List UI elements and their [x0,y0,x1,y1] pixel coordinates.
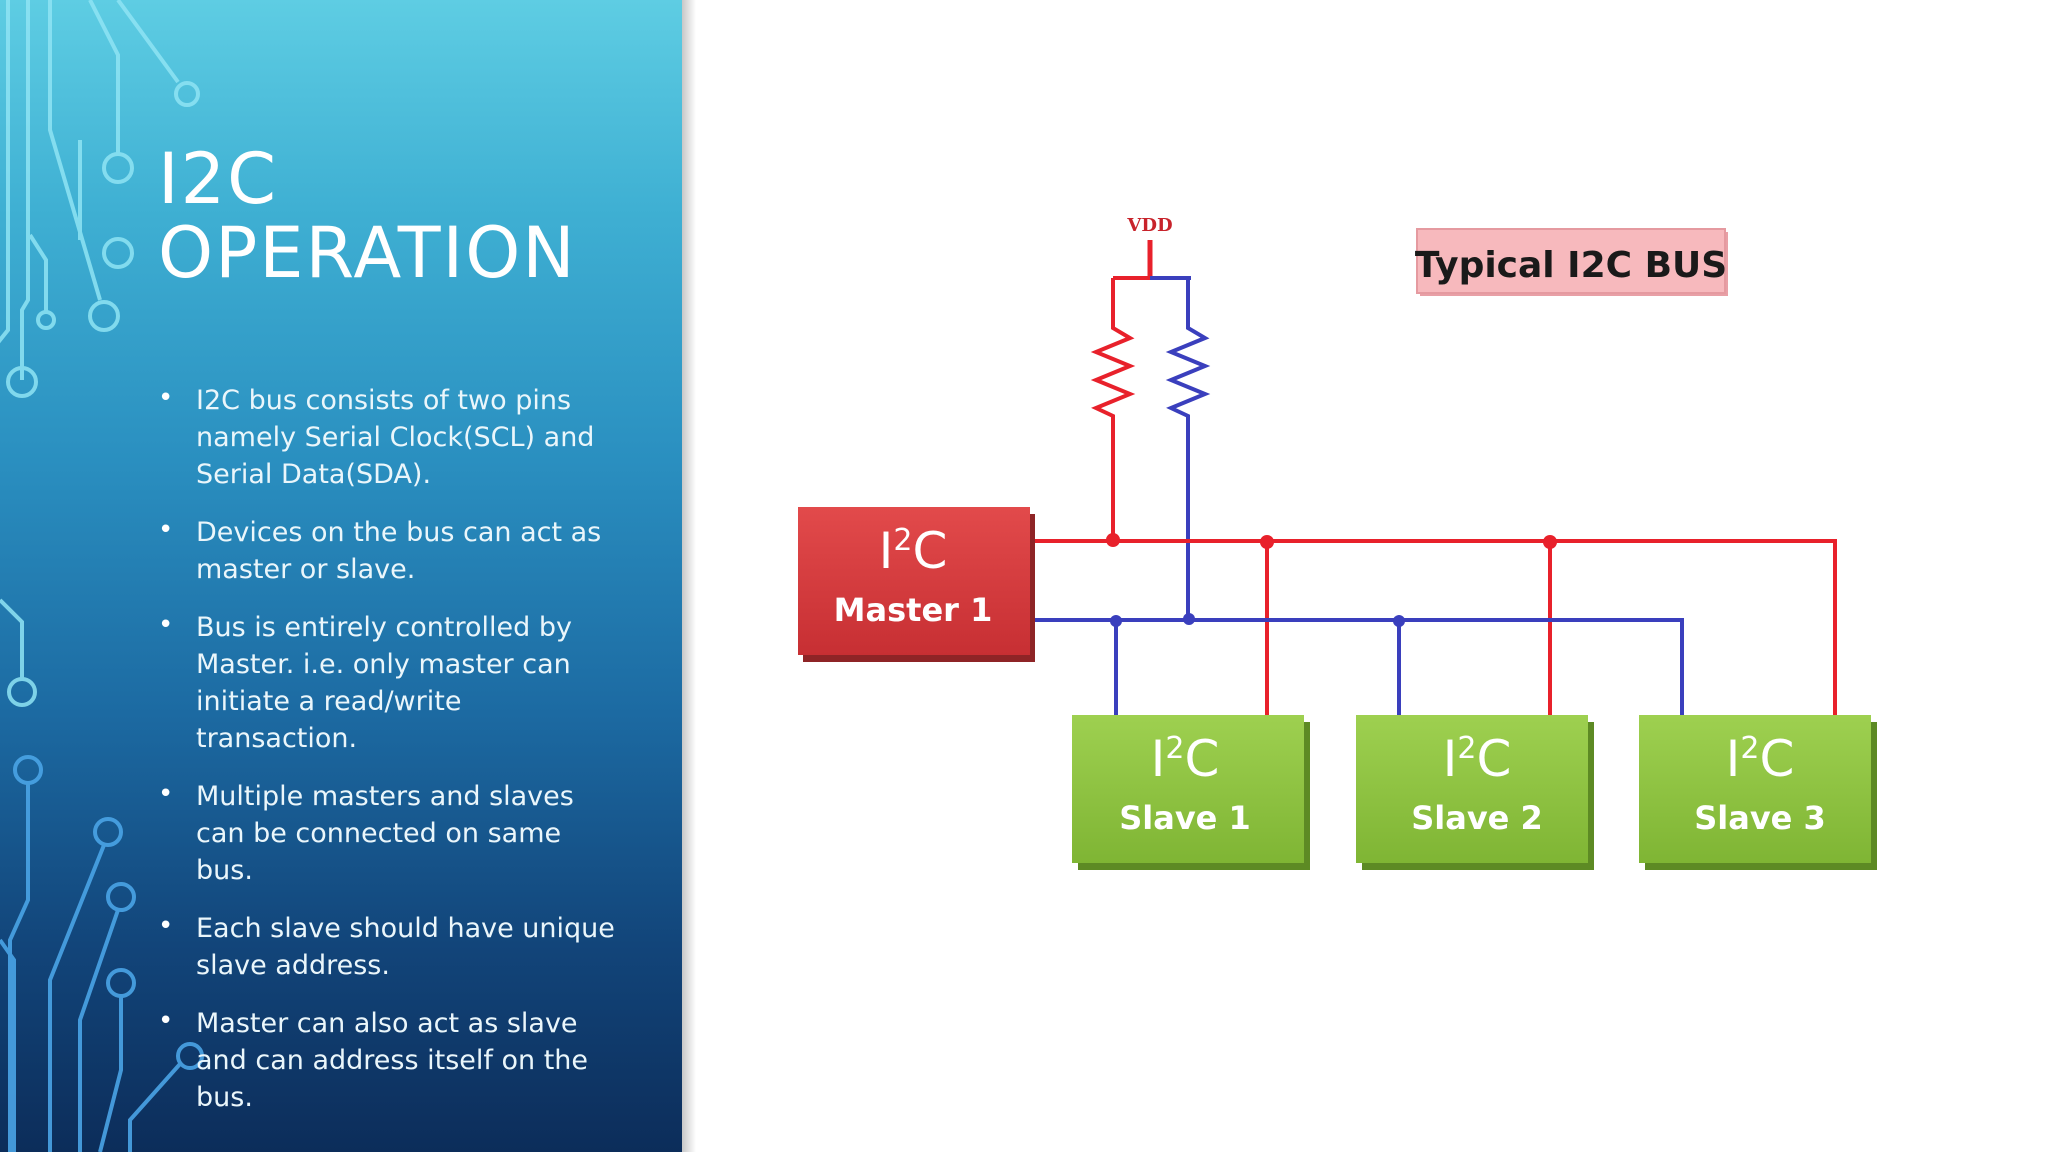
slave-2-name: Slave 2 [1411,799,1543,837]
master-name: Master 1 [834,591,993,629]
bullet-text: Devices on the bus can act as master or … [196,517,602,585]
title-panel: I2C OPERATION • I2C bus consists of two p… [0,0,682,1152]
bullet-item: • Master can also act as slave and can ad… [150,1005,620,1116]
sda-pullup-resistor [1165,278,1211,618]
i2c-bus-diagram: Typical I2C BUS VDD I2C Master 1 I2C [798,215,1877,870]
bullet-text: Master can also act as slave and can add… [196,1008,589,1113]
title-line-1: I2C [158,138,279,220]
sda-bus-line [1030,618,1684,720]
bus-banner: Typical I2C BUS [1415,228,1728,296]
slave-3-name: Slave 3 [1694,799,1826,837]
master-box: I2C Master 1 [798,507,1035,662]
slave-box-1: I2C Slave 1 [1072,715,1310,870]
scl-pullup-resistor [1090,278,1136,540]
bullet-icon: • [158,911,174,941]
bullet-text: Each slave should have unique slave addr… [196,913,615,981]
slave-box-3: I2C Slave 3 [1639,715,1877,870]
bullet-item: • Bus is entirely controlled by Master. i… [150,609,620,757]
bullet-list: • I2C bus consists of two pins namely Ser… [150,382,620,1137]
bullet-text: I2C bus consists of two pins namely Seri… [196,385,595,490]
bullet-icon: • [158,610,174,640]
master-title: I2C [879,522,948,580]
scl-bus-line [1030,539,1837,720]
panel-shadow [682,0,696,1152]
bullet-item: • I2C bus consists of two pins namely Ser… [150,382,620,493]
slave-2-title: I2C [1443,730,1512,788]
slave-box-2: I2C Slave 2 [1356,715,1594,870]
title-line-2: OPERATION [158,212,577,294]
slave-3-title: I2C [1726,730,1795,788]
bullet-item: • Multiple masters and slaves can be conn… [150,778,620,889]
slave-1-name: Slave 1 [1119,799,1251,837]
bullet-icon: • [158,383,174,413]
bullet-item: • Devices on the bus can act as master or… [150,514,620,588]
circuit-decoration [0,0,204,1152]
bullet-item: • Each slave should have unique slave add… [150,910,620,984]
bullet-icon: • [158,1006,174,1036]
junction-dots [1106,533,1557,627]
bullet-icon: • [158,779,174,809]
bullet-icon: • [158,515,174,545]
banner-text: Typical I2C BUS [1415,245,1727,286]
slave-1-title: I2C [1151,730,1220,788]
bullet-text: Bus is entirely controlled by Master. i.… [196,612,572,754]
vdd-label: VDD [1126,215,1172,236]
slide-title: I2C OPERATION [158,142,658,290]
bullet-text: Multiple masters and slaves can be conne… [196,781,574,886]
